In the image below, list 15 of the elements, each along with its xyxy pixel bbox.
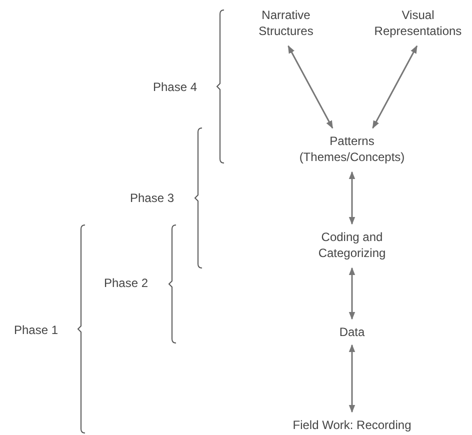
node-label: Data: [327, 324, 377, 340]
node-label: Coding and Categorizing: [302, 229, 402, 261]
phase-label: Phase 1: [14, 322, 58, 338]
double-arrow: [348, 171, 356, 225]
node-label: Patterns (Themes/Concepts): [287, 133, 417, 165]
double-arrow: [348, 344, 356, 413]
phase-label: Phase 2: [104, 275, 148, 291]
node-label: Narrative Structures: [248, 7, 324, 39]
phase-label: Phase 4: [153, 79, 198, 95]
node-label: Field Work: Recording: [282, 417, 422, 433]
node-label: Visual Representations: [364, 7, 472, 39]
double-arrow: [372, 45, 418, 129]
double-arrow: [288, 45, 334, 129]
phase-label: Phase 3: [130, 190, 174, 206]
double-arrow: [348, 267, 356, 320]
